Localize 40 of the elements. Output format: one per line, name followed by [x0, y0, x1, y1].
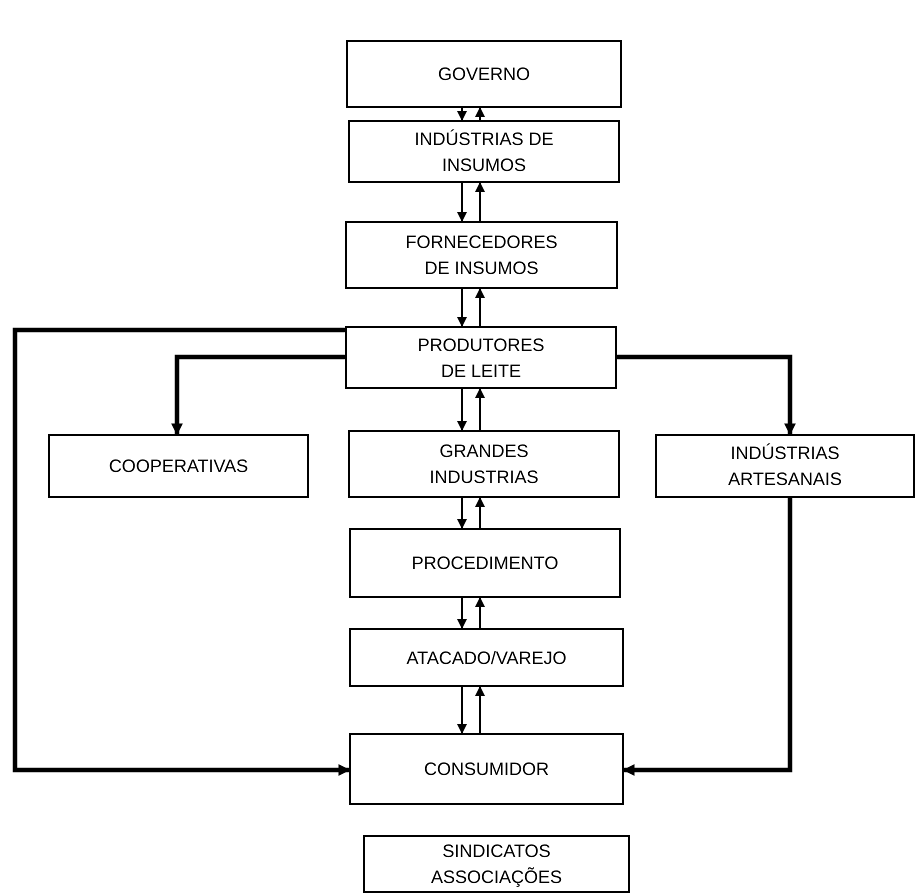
box-label: CONSUMIDOR: [423, 758, 550, 781]
box-label: COOPERATIVAS: [108, 455, 250, 478]
arrow: [457, 389, 467, 431]
process-box: [363, 835, 630, 893]
arrow: [12, 328, 350, 776]
process-box: [349, 628, 624, 687]
arrow: [457, 687, 467, 734]
box-label: GRANDES INDUSTRIAS: [428, 440, 540, 489]
arrow: [457, 108, 467, 121]
process-box: [349, 733, 624, 805]
process-box: [48, 434, 309, 498]
process-box: [345, 221, 618, 289]
arrow: [475, 182, 485, 221]
arrow: [475, 388, 485, 430]
process-box: [348, 430, 620, 498]
arrow: [617, 354, 796, 436]
arrow: [475, 107, 485, 120]
arrow: [457, 183, 467, 222]
process-box: [345, 326, 617, 389]
box-label: PROCEDIMENTO: [410, 552, 560, 575]
process-box: [655, 434, 915, 498]
box-label: INDÚSTRIAS DE INSUMOS: [413, 128, 555, 176]
box-label: INDÚSTRIAS ARTESANAIS: [727, 442, 843, 491]
process-box: [349, 528, 621, 598]
arrow: [475, 497, 485, 528]
box-label: ATACADO/VAREJO: [405, 646, 568, 670]
box-label: SINDICATOS ASSOCIAÇÕES: [430, 840, 564, 889]
arrow: [171, 354, 345, 436]
arrow: [457, 289, 467, 327]
arrow: [475, 597, 485, 628]
arrow: [622, 498, 792, 776]
arrow: [475, 288, 485, 326]
process-box: [346, 40, 622, 108]
box-label: PRODUTORES DE LEITE: [416, 334, 546, 382]
box-label: FORNECEDORES DE INSUMOS: [404, 231, 558, 280]
arrow: [475, 686, 485, 733]
arrow: [457, 598, 467, 629]
arrow: [457, 498, 467, 529]
box-label: GOVERNO: [436, 63, 531, 86]
process-box: [348, 120, 620, 183]
